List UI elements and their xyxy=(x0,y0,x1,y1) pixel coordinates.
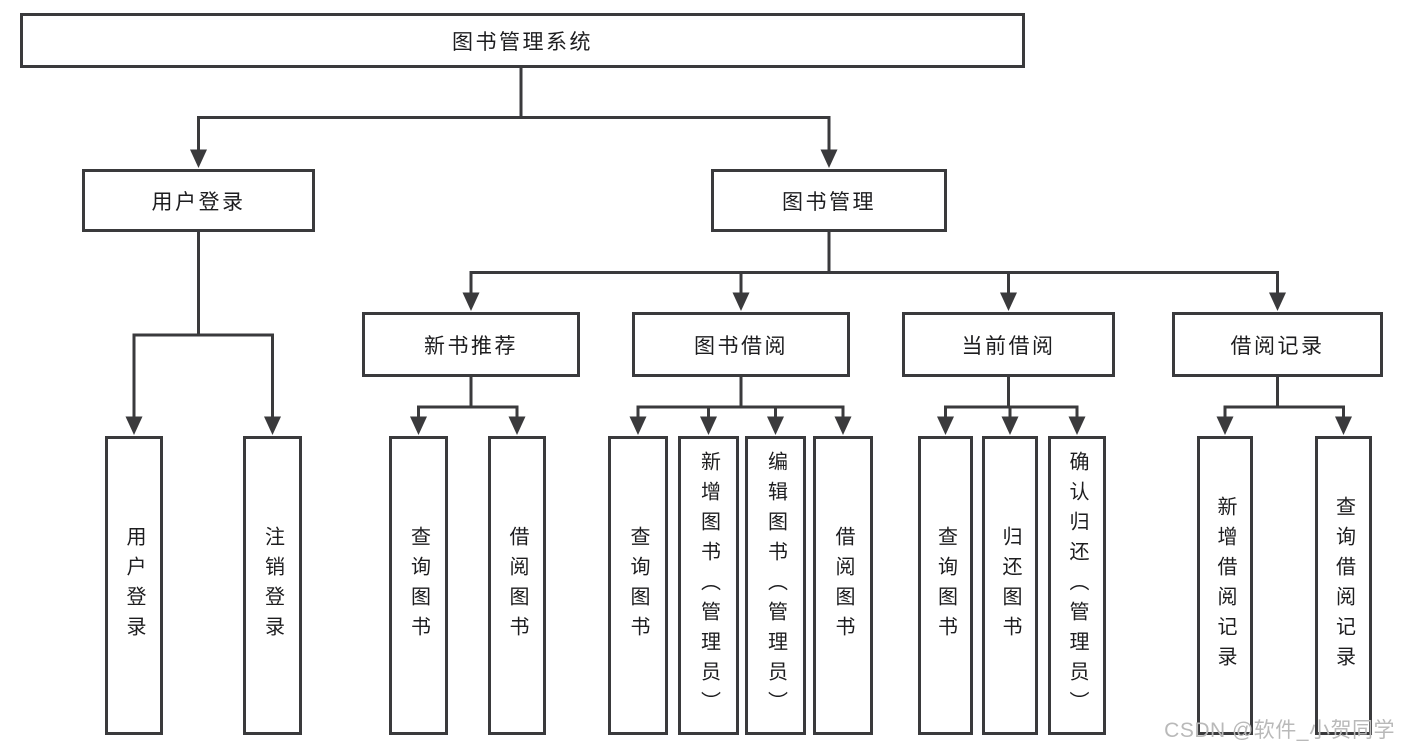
leaf-borrow-books-2-label: 借阅图书 xyxy=(832,525,854,646)
node-library-system-label: 图书管理系统 xyxy=(452,30,593,54)
node-book-management-label: 图书管理 xyxy=(782,190,876,214)
leaf-query-books-1: 查询图书 xyxy=(389,436,448,735)
node-book-borrowing: 图书借阅 xyxy=(632,312,850,377)
node-current-borrowing: 当前借阅 xyxy=(902,312,1115,377)
leaf-add-books-admin: 新增图书（管理员） xyxy=(678,436,739,735)
node-library-system: 图书管理系统 xyxy=(20,13,1025,68)
watermark: CSDN @软件_小贺同学 xyxy=(1164,719,1395,742)
node-book-management: 图书管理 xyxy=(711,169,947,232)
node-book-borrowing-label: 图书借阅 xyxy=(694,334,788,358)
leaf-logout: 注销登录 xyxy=(243,436,302,735)
leaf-query-books-2: 查询图书 xyxy=(608,436,668,735)
node-borrowing-records-label: 借阅记录 xyxy=(1230,334,1325,358)
leaf-borrow-books-1-label: 借阅图书 xyxy=(506,525,528,646)
leaf-query-borrow-record: 查询借阅记录 xyxy=(1315,436,1372,735)
leaf-user-login-label: 用户登录 xyxy=(123,525,145,646)
node-new-book-recommend-label: 新书推荐 xyxy=(424,334,518,358)
leaf-borrow-books-1: 借阅图书 xyxy=(488,436,546,735)
leaf-return-books-label: 归还图书 xyxy=(999,525,1021,646)
leaf-edit-books-admin: 编辑图书（管理员） xyxy=(745,436,806,735)
leaf-query-books-1-label: 查询图书 xyxy=(407,525,430,646)
node-user-login: 用户登录 xyxy=(82,169,315,232)
leaf-add-borrow-record: 新增借阅记录 xyxy=(1197,436,1253,735)
leaf-logout-label: 注销登录 xyxy=(261,525,284,646)
leaf-edit-books-admin-label: 编辑图书（管理员） xyxy=(764,450,787,721)
leaf-user-login: 用户登录 xyxy=(105,436,163,735)
leaf-confirm-return-admin: 确认归还（管理员） xyxy=(1048,436,1106,735)
node-borrowing-records: 借阅记录 xyxy=(1172,312,1383,377)
leaf-add-borrow-record-label: 新增借阅记录 xyxy=(1214,495,1236,676)
node-current-borrowing-label: 当前借阅 xyxy=(961,334,1056,358)
leaf-confirm-return-admin-label: 确认归还（管理员） xyxy=(1066,450,1088,721)
leaf-query-books-3: 查询图书 xyxy=(918,436,973,735)
leaf-borrow-books-2: 借阅图书 xyxy=(813,436,873,735)
leaf-add-books-admin-label: 新增图书（管理员） xyxy=(697,450,720,721)
node-new-book-recommend: 新书推荐 xyxy=(362,312,580,377)
leaf-query-books-3-label: 查询图书 xyxy=(934,525,957,646)
leaf-return-books: 归还图书 xyxy=(982,436,1038,735)
node-user-login-label: 用户登录 xyxy=(151,190,246,214)
leaf-query-books-2-label: 查询图书 xyxy=(627,525,649,646)
leaf-query-borrow-record-label: 查询借阅记录 xyxy=(1332,495,1355,676)
